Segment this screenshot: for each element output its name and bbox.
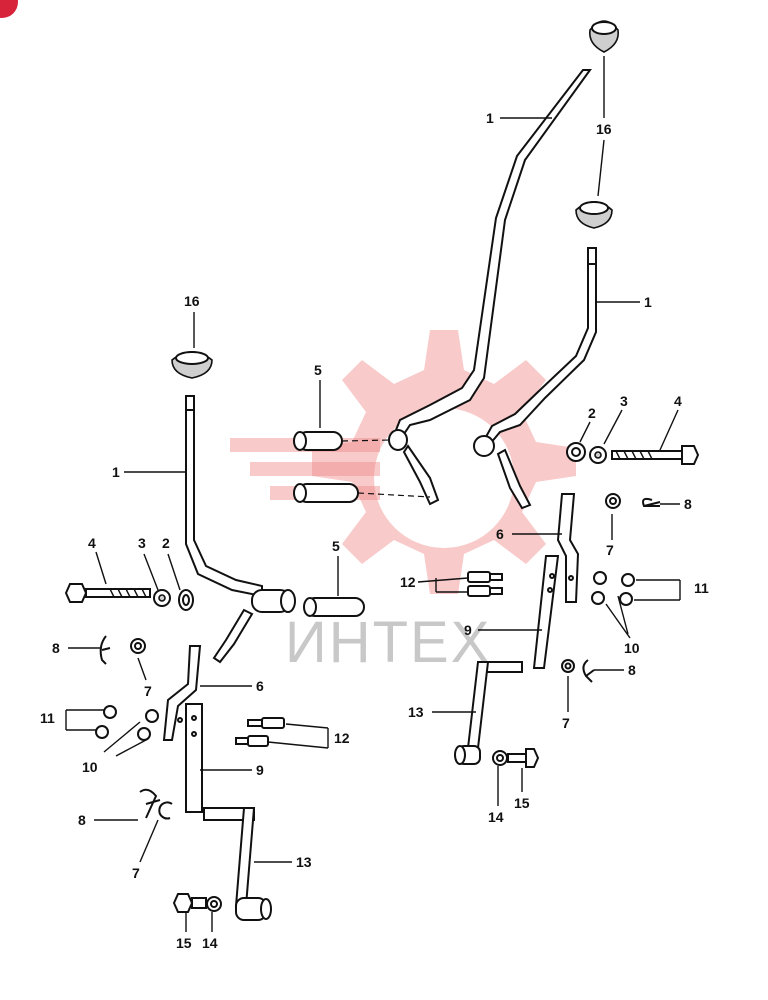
callout-15-left: 15 — [176, 935, 192, 951]
callout-4-left: 4 — [88, 535, 96, 551]
short-gearshift-lever-right — [473, 247, 597, 510]
callout-7-left-upper: 7 — [144, 683, 152, 699]
watermark-logo — [230, 330, 576, 594]
nut-right — [589, 446, 607, 464]
callout-8-right-lower: 8 — [628, 662, 636, 678]
callout-12-left: 12 — [334, 730, 350, 746]
callout-9-left: 9 — [256, 762, 264, 778]
callout-3-right: 3 — [620, 393, 628, 409]
watermark-text: ИНТЕХ — [285, 610, 491, 675]
crank-lever-left — [203, 807, 272, 921]
callout-1-upper: 1 — [486, 110, 494, 126]
washer-left — [178, 589, 194, 611]
callout-8-right-upper: 8 — [684, 496, 692, 512]
washer-right-14 — [492, 750, 508, 766]
shift-knob-middle — [575, 201, 613, 229]
callout-14-left: 14 — [202, 935, 218, 951]
bolts-left — [235, 717, 285, 747]
callout-8-left-lower: 8 — [78, 812, 86, 828]
callout-9-right: 9 — [464, 622, 472, 638]
shift-rod-left — [185, 703, 203, 813]
bolt-right — [611, 445, 700, 465]
retaining-clip-left — [158, 801, 173, 820]
callout-2-right: 2 — [588, 405, 596, 421]
leader-lines — [65, 56, 681, 932]
washers-right — [591, 571, 607, 605]
callout-5-middle: 5 — [332, 538, 340, 554]
shift-knob-upper — [588, 20, 620, 53]
callout-14-right: 14 — [488, 809, 504, 825]
callout-1-right: 1 — [644, 294, 652, 310]
bolts-right — [467, 571, 503, 597]
callout-3-left: 3 — [138, 535, 146, 551]
long-gearshift-lever — [388, 69, 592, 506]
washers-left — [137, 709, 159, 741]
callout-8-left-upper: 8 — [52, 640, 60, 656]
washer-left-upper — [130, 638, 146, 654]
cotter-pin-right-lower — [582, 659, 595, 683]
washer-left-14 — [206, 896, 222, 912]
shift-rod-right — [532, 555, 560, 669]
shift-link-left — [162, 645, 202, 741]
shift-link-right — [556, 493, 580, 603]
knob-left — [171, 351, 213, 379]
callout-7-right-upper: 7 — [606, 542, 614, 558]
cotter-pin-right-upper — [642, 497, 661, 507]
callout-2-left: 2 — [162, 535, 170, 551]
cotter-pin-left-lower — [139, 788, 161, 819]
washer-right-upper — [605, 493, 621, 509]
bushing-upper — [293, 431, 393, 451]
bushing-middle — [303, 597, 365, 617]
bolt-right-15 — [507, 748, 540, 768]
bolt-left-15 — [172, 893, 207, 913]
nuts-left — [95, 705, 117, 739]
callout-5-upper: 5 — [314, 362, 322, 378]
corner-badge — [0, 0, 18, 18]
callout-16-left: 16 — [184, 293, 200, 309]
callout-13-left: 13 — [296, 854, 312, 870]
callout-10-right: 10 — [624, 640, 640, 656]
nuts-right — [619, 573, 635, 606]
callout-16-upper: 16 — [596, 121, 612, 137]
nut-left — [153, 589, 171, 607]
cotter-pin-left-upper — [99, 635, 111, 665]
callout-1-left: 1 — [112, 464, 120, 480]
callout-13-right: 13 — [408, 704, 424, 720]
gearshift-lever-left — [185, 395, 296, 664]
callout-11-left: 11 — [40, 710, 55, 726]
washer-right-lower — [561, 659, 575, 673]
crank-lever-right — [454, 661, 523, 765]
callout-10-left: 10 — [82, 759, 98, 775]
washer-right — [566, 442, 586, 462]
callout-6-left: 6 — [256, 678, 264, 694]
callout-4-right: 4 — [674, 393, 682, 409]
bolt-left — [64, 583, 151, 603]
bushing-lower — [293, 483, 431, 503]
callout-7-right-lower: 7 — [562, 715, 570, 731]
callout-7-left-lower: 7 — [132, 865, 140, 881]
callout-15-right: 15 — [514, 795, 530, 811]
callout-12-right: 12 — [400, 574, 416, 590]
callout-6-right: 6 — [496, 526, 504, 542]
callout-11-right: 11 — [694, 580, 709, 596]
